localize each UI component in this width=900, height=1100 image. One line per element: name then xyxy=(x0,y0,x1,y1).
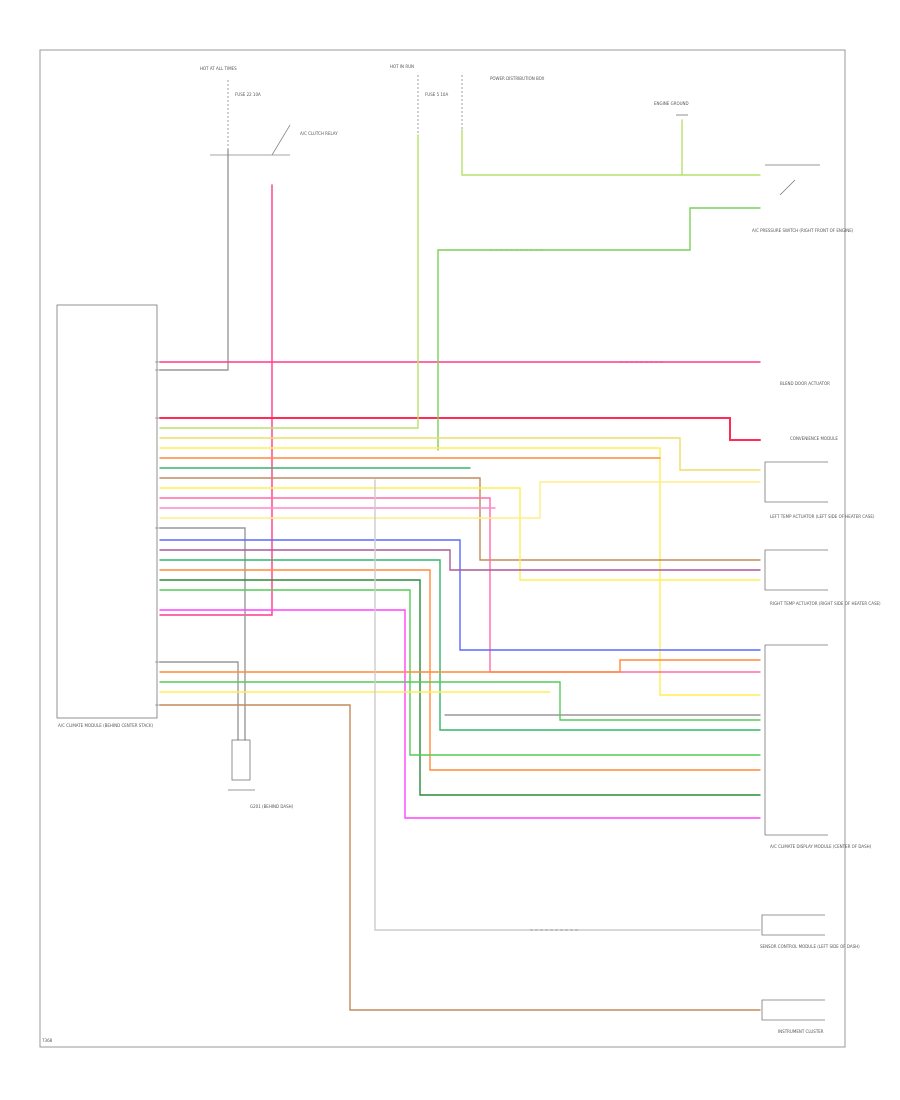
wire-fuse-left-feed xyxy=(159,149,229,371)
sensor-4: INSTRUMENT CLUSTER xyxy=(761,999,825,1034)
wire-yellow-3 xyxy=(159,487,761,581)
svg-text:FUSE 5 10A: FUSE 5 10A xyxy=(425,92,448,97)
wire-yellow-4 xyxy=(159,481,761,519)
wire-dark-green xyxy=(159,579,761,796)
relay-center: POWER DISTRIBUTION BOX xyxy=(490,76,545,81)
wire-gray-1 xyxy=(159,527,246,741)
wire-yellow-2 xyxy=(159,447,761,696)
pressure-switch: A/C PRESSURE SWITCH (RIGHT FRONT OF ENGI… xyxy=(752,164,854,233)
wire-pink-2 xyxy=(159,497,761,673)
wire-orange-3 xyxy=(159,659,761,673)
wire-tan-2 xyxy=(159,704,761,1011)
svg-text:POWER DISTRIBUTION BOX: POWER DISTRIBUTION BOX xyxy=(490,76,545,81)
ground-top: ENGINE GROUND xyxy=(654,101,689,116)
fuse-left: HOT AT ALL TIMES FUSE 22 10A xyxy=(200,66,261,150)
svg-text:A/C CLUTCH RELAY: A/C CLUTCH RELAY xyxy=(300,131,338,136)
wire-blue xyxy=(159,539,761,651)
sensor-1: BLEND DOOR ACTUATOR xyxy=(780,381,830,386)
wire-pressure-relay xyxy=(437,207,761,451)
fuse-center: HOT IN RUN FUSE 5 10A xyxy=(390,64,463,135)
svg-text:RIGHT TEMP ACTUATOR (RIGHT SID: RIGHT TEMP ACTUATOR (RIGHT SIDE OF HEATE… xyxy=(770,601,881,606)
sensor-3: SENSOR CONTROL MODULE (LEFT SIDE OF DASH… xyxy=(530,914,860,949)
svg-text:ENGINE GROUND: ENGINE GROUND xyxy=(654,101,689,106)
page-label: 7368 xyxy=(42,1038,53,1043)
svg-text:A/C PRESSURE SWITCH (RIGHT FRO: A/C PRESSURE SWITCH (RIGHT FRONT OF ENGI… xyxy=(752,228,854,233)
wire-green-4 xyxy=(159,681,761,721)
relay-left: A/C CLUTCH RELAY xyxy=(210,124,338,156)
wire-gray-2 xyxy=(159,661,239,741)
svg-text:HOT AT ALL TIMES: HOT AT ALL TIMES xyxy=(200,66,237,71)
wire-purple xyxy=(159,549,761,571)
control-module-pins xyxy=(155,361,160,706)
svg-text:LEFT TEMP ACTUATOR (LEFT SIDE: LEFT TEMP ACTUATOR (LEFT SIDE OF HEATER … xyxy=(770,514,875,519)
wire-violet-2 xyxy=(159,609,761,819)
wire-green-2 xyxy=(159,559,761,731)
ground-bottom: G201 (BEHIND DASH) xyxy=(228,739,294,809)
display-module: A/C CLIMATE DISPLAY MODULE (CENTER OF DA… xyxy=(764,644,872,849)
svg-text:G201 (BEHIND DASH): G201 (BEHIND DASH) xyxy=(250,804,294,809)
wire-center-feed-1 xyxy=(159,134,419,429)
actuator-1: LEFT TEMP ACTUATOR (LEFT SIDE OF HEATER … xyxy=(764,461,875,519)
svg-text:HOT IN RUN: HOT IN RUN xyxy=(390,64,414,69)
control-module-box xyxy=(56,304,158,719)
svg-text:INSTRUMENT CLUSTER: INSTRUMENT CLUSTER xyxy=(778,1029,824,1034)
svg-text:FUSE 22 10A: FUSE 22 10A xyxy=(235,92,261,97)
wire-red xyxy=(159,417,761,441)
svg-text:CONVENIENCE MODULE: CONVENIENCE MODULE xyxy=(790,436,838,441)
wire-gray-long xyxy=(374,479,761,931)
wire-center-feed-2 xyxy=(461,129,683,176)
svg-text:BLEND DOOR ACTUATOR: BLEND DOOR ACTUATOR xyxy=(780,381,830,386)
sensor-2: CONVENIENCE MODULE xyxy=(790,436,838,441)
svg-text:SENSOR CONTROL MODULE (LEFT SI: SENSOR CONTROL MODULE (LEFT SIDE OF DASH… xyxy=(760,944,860,949)
wire-yellow-1 xyxy=(159,437,761,471)
actuator-2: RIGHT TEMP ACTUATOR (RIGHT SIDE OF HEATE… xyxy=(764,549,881,606)
wire-relay-pink xyxy=(159,184,273,616)
wire-orange-2 xyxy=(159,569,761,771)
control-module-label: A/C CLIMATE MODULE (BEHIND CENTER STACK) xyxy=(58,723,154,728)
svg-text:A/C CLIMATE DISPLAY MODULE (CE: A/C CLIMATE DISPLAY MODULE (CENTER OF DA… xyxy=(770,844,872,849)
wire-tan-1 xyxy=(159,477,761,561)
diagram-frame xyxy=(39,49,846,1048)
wire-pressure-top xyxy=(681,119,761,176)
